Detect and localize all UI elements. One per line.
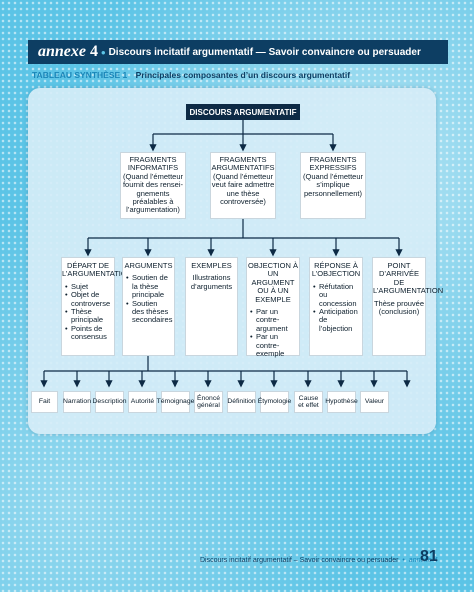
fragment-title: FRAGMENTS ARGUMENTATIFS [211,155,275,173]
list-item: Soutien de la thèse principale [126,274,171,299]
component-list: Soutien de la thèse principale Soutien d… [123,274,174,324]
annexe-number: 4 [90,43,98,60]
component-objection: OBJECTION À UN ARGUMENT OU À UN EXEMPLE … [246,257,300,358]
component-title: RÉPONSE À L’OBJECTION [311,261,361,279]
header-bullet: • [101,44,106,60]
component-list: Sujet Objet de controverse Thèse princip… [62,282,114,342]
list-item: Thèse principale [65,307,111,325]
component-title: OBJECTION À UN ARGUMENT OU À UN EXEMPLE [247,261,298,304]
page-footer: Discours incitatif argumentatif – Savoir… [200,557,438,564]
table-caption: TABLEAU SYNTHÈSE 1 Principales composant… [32,70,452,80]
annexe-title: Discours incitatif argumentatif — Savoir… [108,46,421,58]
fragment-argumentatifs: FRAGMENTS ARGUMENTATIFS (Quand l’émetteu… [210,152,276,219]
fragment-informatifs: FRAGMENTS INFORMATIFS (Quand l’émetteur … [120,152,186,219]
argument-type-item: Valeur [360,391,389,413]
table-caption-text: Principales composantes d’un discours ar… [135,70,351,80]
annexe-header: annexe 4 • Discours incitatif argumentat… [28,40,448,64]
component-exemples: EXEMPLES Illustrations d’arguments [185,257,238,356]
component-description: Thèse prouvée (conclusion) [373,298,425,316]
fragment-description: (Quand l’émetteur fournit des rensei­gne… [122,171,184,215]
argument-type-item: Cause et effet [294,391,323,413]
argument-type-item: Autorité [128,391,157,413]
argument-type-item: Hypothèse [325,391,358,413]
fragment-title: FRAGMENTS INFORMATIFS [127,155,179,173]
component-description: Illustrations d’arguments [190,273,233,291]
list-item: Points de consensus [65,324,111,342]
component-arguments: ARGUMENTS Soutien de la thèse principale… [122,257,175,356]
list-item: Anticipation de l’objection [313,307,359,333]
component-title: ARGUMENTS [124,261,173,270]
fragment-description: (Quand l’émetteur s’implique personnelle… [302,171,364,198]
argument-type-item: Description [93,391,127,413]
component-list: Par un contre-argument Par un contre-exe… [247,307,299,358]
argument-type-item: Fait [31,391,58,413]
component-depart: DÉPART DE L’ARGUMENTATION Sujet Objet de… [61,257,133,356]
fragment-description: (Quand l’émetteur veut faire admettre un… [211,171,275,206]
footer-annexe: annexe 4 [408,557,438,564]
fragment-title: FRAGMENTS EXPRESSIFS [309,155,357,173]
list-item: Objet de controverse [65,291,111,308]
argument-type-item: Définition [227,391,256,413]
table-label: TABLEAU SYNTHÈSE 1 [32,70,128,80]
fragment-expressifs: FRAGMENTS EXPRESSIFS (Quand l’émetteur s… [300,152,366,219]
list-item: Par un contre-argument [250,307,296,333]
argument-type-item: Narration [63,391,91,413]
argument-type-item: Témoignage [157,391,194,413]
root-node: DISCOURS ARGUMENTATIF [186,104,300,120]
list-item: Réfutation ou concession [313,282,359,308]
component-title: POINT D’ARRIVÉE DE L’ARGUMENTATION [373,261,444,296]
footer-text: Discours incitatif argumentatif – Savoir… [200,557,399,564]
annexe-word: annexe [38,43,86,60]
component-list: Réfutation ou concession Anticipation de… [310,282,362,333]
component-reponse: RÉPONSE À L’OBJECTION Réfutation ou conc… [309,257,363,356]
argument-type-item: Énoncé général [194,391,223,413]
list-item: Par un contre-exemple [250,332,296,358]
footer-bullet: • [402,557,405,564]
page-number: 81 [420,548,438,565]
component-title: EXEMPLES [191,261,232,270]
component-title: DÉPART DE L’ARGUMENTATION [62,261,133,279]
list-item: Sujet [65,282,111,292]
argument-type-item: Étymologie [258,391,291,413]
component-point-arrivee: POINT D’ARRIVÉE DE L’ARGUMENTATION Thèse… [372,257,444,356]
list-item: Soutien des thèses secondaires [126,299,172,325]
